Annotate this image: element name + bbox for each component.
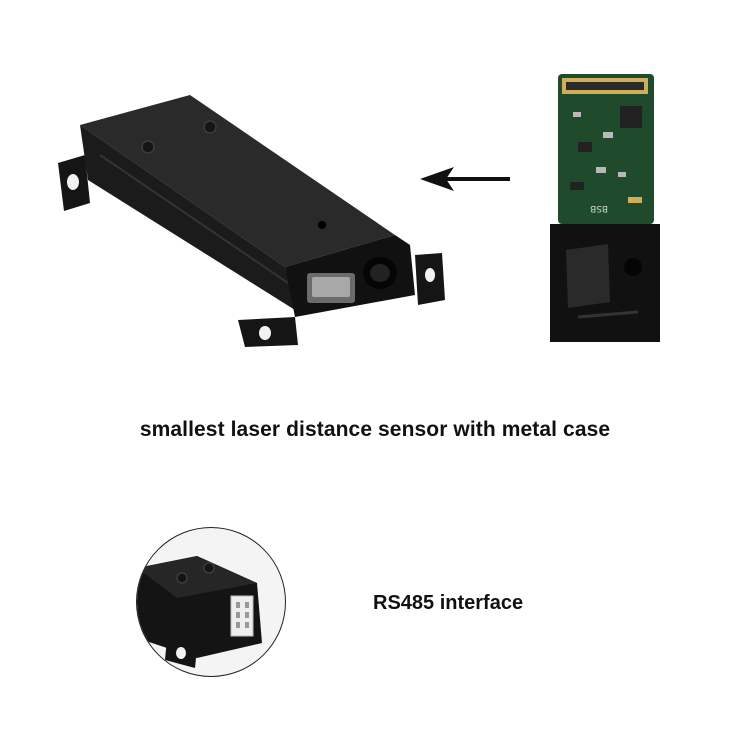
sensor-module-image: BSB — [550, 74, 660, 342]
interface-label: RS485 interface — [373, 592, 524, 614]
product-caption: smallest laser distance sensor with meta… — [139, 418, 611, 441]
connector-closeup-image — [136, 527, 286, 677]
pcb-marking: BSB — [590, 203, 608, 213]
sensor-metal-case-image — [58, 95, 445, 347]
arrow-left-icon — [420, 167, 510, 191]
